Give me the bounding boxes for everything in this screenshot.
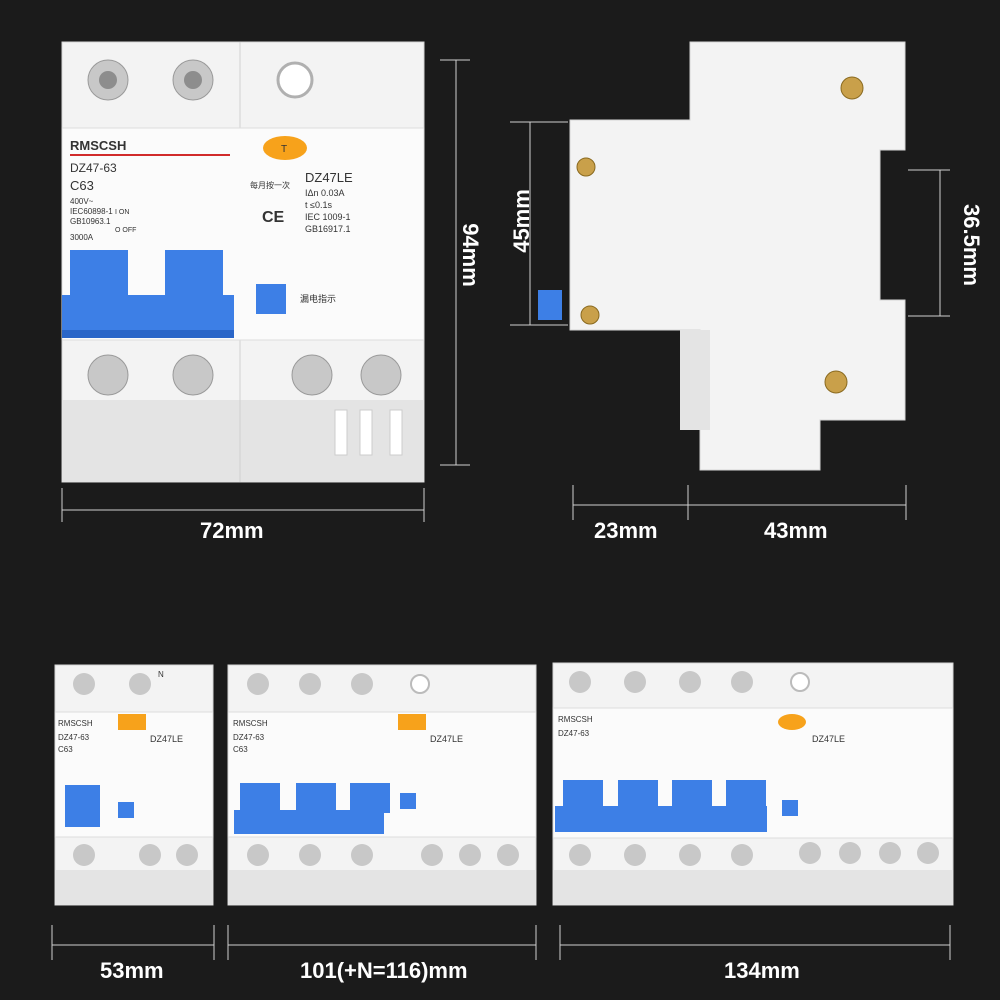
rcd-model-2p: DZ47LE: [150, 734, 183, 744]
rcd-current-front: IΔn 0.03A: [305, 188, 345, 198]
rcd-model-front: DZ47LE: [305, 170, 353, 185]
side-view-breaker: [538, 41, 906, 471]
rating-front: C63: [70, 178, 94, 193]
leak-indicator-front: 漏电指示: [300, 293, 336, 304]
rating-2p: C63: [58, 745, 73, 754]
dim-side-depth-a: 23mm: [594, 518, 658, 543]
breaking-front: 3000A: [70, 233, 94, 242]
dim-width-4p: 134mm: [724, 958, 800, 983]
voltage-front: 400V~: [70, 197, 94, 206]
brand-3p: RMSCSH: [233, 719, 268, 728]
dim-front-width: 72mm: [200, 518, 264, 543]
brand-4p: RMSCSH: [558, 715, 593, 724]
n-mark-2p: N: [158, 670, 164, 679]
side-dimension-lines: [510, 121, 950, 520]
rcd-std1-front: IEC 1009-1: [305, 212, 351, 222]
dim-width-3p: 101(+N=116)mm: [300, 958, 468, 983]
ce-mark-front: CE: [262, 209, 285, 226]
side-blue-handle: [538, 290, 562, 320]
dim-width-2p: 53mm: [100, 958, 164, 983]
breaker-3p: RMSCSH DZ47-63 C63 DZ47LE: [227, 664, 537, 906]
breaker-2p: RMSCSH DZ47-63 C63 DZ47LE N: [54, 664, 214, 906]
dim-side-depth-b: 43mm: [764, 518, 828, 543]
rcd-std2-front: GB16917.1: [305, 224, 351, 234]
breaker-4p: RMSCSH DZ47-63 DZ47LE: [552, 662, 954, 906]
test-button-icon: [263, 136, 307, 160]
brand-2p: RMSCSH: [58, 719, 93, 728]
rcd-model-4p: DZ47LE: [812, 734, 845, 744]
rcd-model-3p: DZ47LE: [430, 734, 463, 744]
bottom-dimension-lines: [51, 925, 951, 960]
front-view-breaker: RMSCSH DZ47-63 C63 400V~ IEC60898-1 GB10…: [61, 41, 425, 483]
dim-side-height-36: 36.5mm: [958, 204, 984, 286]
model-3p: DZ47-63: [233, 733, 265, 742]
model-front: DZ47-63: [70, 161, 117, 175]
front-dimension-lines: [61, 59, 470, 522]
top-terminal-screws: [87, 59, 314, 101]
test-button-letter: T: [281, 144, 287, 155]
on-label-front: I ON: [115, 209, 129, 216]
rcd-time-front: t ≤0.1s: [305, 200, 332, 210]
off-label-front: O OFF: [115, 227, 136, 234]
dim-front-height: 94mm: [457, 223, 483, 287]
rating-3p: C63: [233, 745, 248, 754]
bottom-terminal-screws: [87, 354, 403, 456]
monthly-test-front: 每月按一次: [250, 180, 290, 190]
model-4p: DZ47-63: [558, 729, 590, 738]
blue-toggle-handles: [62, 250, 286, 338]
model-2p: DZ47-63: [58, 733, 90, 742]
brand-logo-front: RMSCSH: [70, 138, 126, 153]
std2-front: GB10963.1: [70, 217, 111, 226]
std1-front: IEC60898-1: [70, 207, 113, 216]
dim-side-height-45: 45mm: [508, 189, 534, 253]
